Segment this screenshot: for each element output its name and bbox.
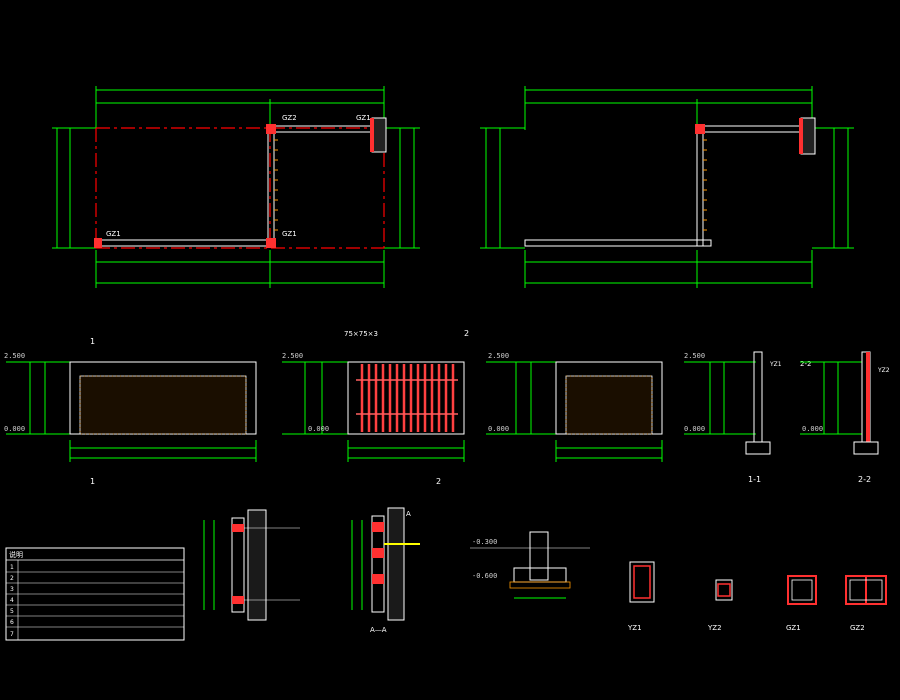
detail-bracket-top [232,524,244,532]
note-number-6: 6 [10,619,14,626]
elev-2-level-zero: 0.000 [308,425,329,433]
plan-left-walls [95,117,387,247]
elev-3-level-zero: 0.000 [488,425,509,433]
plan-left-posts [94,118,374,248]
marker-2-bottom: 2 [436,477,441,486]
note-number-3: 3 [10,586,14,593]
section-1-1: 2.500 0.000 YZ1 1-1 [684,351,782,484]
notes-title: 说明 [9,550,23,559]
elev-3-level-top: 2.500 [488,352,509,360]
section-2-level-zero: 0.000 [802,425,823,433]
plan-right-dimensions [480,86,854,288]
detail-piece-yz1: YZ1 [627,561,655,632]
elev-1-level-zero: 0.000 [4,425,25,433]
note-number-5: 5 [10,608,14,615]
plan-left-dimensions [52,86,420,288]
detail-a-a: A A—A [351,507,420,634]
detail-piece-yz2: YZ2 [707,579,733,632]
detail-marker-a: A [406,510,411,518]
detail-a-title: A—A [370,626,387,634]
detail-wall-attachment [203,509,300,621]
plan-tag-gz1-b: GZ1 [282,230,297,238]
plan-right-walls [524,117,816,247]
note-number-1: 1 [10,564,14,571]
elevation-2-levels [282,361,465,462]
section-1-tag: YZ1 [769,361,782,368]
note-number-4: 4 [10,597,14,604]
elev-2-level-top: 2.500 [282,352,303,360]
detail-foundation: -0.300 -0.600 [470,531,590,599]
detail-bracket-bottom [232,596,244,604]
piece-label-gz2: GZ2 [850,624,865,632]
plan-view-left: GZ2 GZ1 GZ1 GZ1 [52,86,420,288]
elevation-3-stone-panel [565,375,653,435]
plan-left-hatching [274,139,278,231]
marker-2-top: 2 [464,329,469,338]
detail-piece-gz1: GZ1 [786,575,817,632]
section-2-2: 2-2 0.000 YZ2 2-2 [800,351,890,484]
section-1-level-zero: 0.000 [684,425,705,433]
detail-a-bracket-1 [372,522,384,532]
detail-a-post [371,515,385,613]
plan-left-axis-grid [95,127,385,249]
elev-1-level-top: 2.500 [4,352,25,360]
section-2-grille-post [866,352,870,442]
elevation-3-levels [486,361,663,462]
detail-a-bracket-3 [372,574,384,584]
plan-right-posts [695,118,803,154]
plan-tag-gz2: GZ2 [282,114,297,122]
note-number-7: 7 [10,631,14,638]
section-2-tag: YZ2 [877,367,890,374]
elevation-2-frame [347,361,465,435]
piece-label-gz1: GZ1 [786,624,801,632]
piece-label-yz2: YZ2 [707,624,722,632]
detail-attachment-post [231,517,245,613]
foundation-level-top: -0.300 [472,538,497,546]
plan-right-hatching [703,139,707,231]
plan-tag-gz1-a: GZ1 [356,114,371,122]
foundation-base-layer [509,581,571,589]
elevation-2-grille-bars [360,364,455,432]
section-1-wall [753,351,763,443]
marker-1-bottom: 1 [90,477,95,486]
foundation-level-bottom: -0.600 [472,572,497,580]
detail-attachment-wall [247,509,267,621]
detail-a-bracket-2 [372,548,384,558]
elevation-3: 2.500 0.000 [486,352,663,462]
elevation-1: 1 1 2.500 0.000 [4,337,257,486]
plan-tag-gz1-c: GZ1 [106,230,121,238]
section-1-1-levels [684,361,756,435]
elevation-2-rails [356,379,458,415]
section-2-left-tag: 2-2 [800,360,811,368]
foundation-pier [529,531,549,581]
elevation-1-levels [6,361,257,462]
section-2-2-levels [800,361,862,435]
plan-view-right [480,86,854,288]
detail-piece-gz2: GZ2 [845,575,887,632]
section-2-footing [853,441,879,455]
section-1-footing [745,441,771,455]
detail-a-wall [387,507,405,621]
notes-table: 说明 1 2 3 4 5 6 7 [5,547,185,641]
note-number-2: 2 [10,575,14,582]
elevation-2: 2 2 75×75×3 2.500 0.000 [282,329,469,486]
section-1-title: 1-1 [748,475,761,484]
section-1-level-top: 2.500 [684,352,705,360]
marker-1-top: 1 [90,337,95,346]
piece-label-yz1: YZ1 [627,624,642,632]
grille-callout: 75×75×3 [344,330,378,338]
elevation-1-stone-panel [79,375,247,435]
section-2-title: 2-2 [858,475,871,484]
